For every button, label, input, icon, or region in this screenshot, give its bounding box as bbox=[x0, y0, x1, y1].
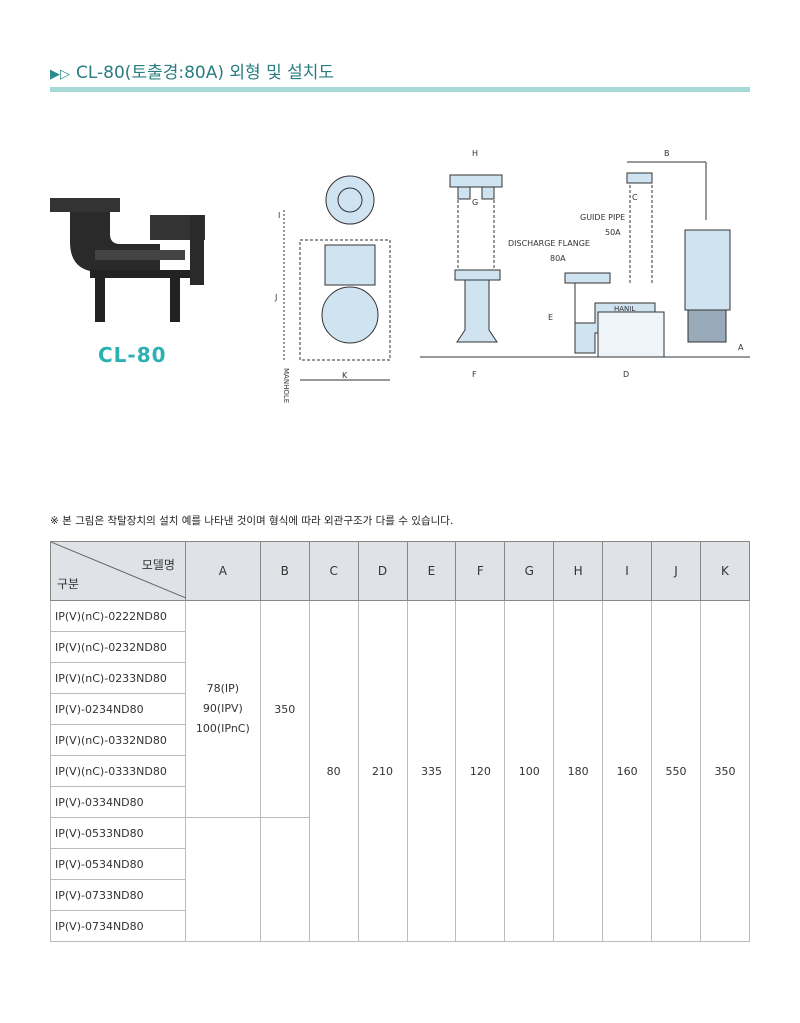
cell-g: 100 bbox=[504, 600, 555, 942]
page-title: ▶▷ CL-80(토출경:80A) 외형 및 설치도 bbox=[50, 58, 334, 83]
cell-k: 350 bbox=[699, 600, 751, 942]
table-row: IP(V)(nC)-0233ND80 bbox=[50, 662, 750, 694]
column-header-j: J bbox=[651, 541, 701, 601]
table-row: IP(V)-0733ND80 bbox=[50, 879, 750, 911]
model-name: IP(V)(nC)-0333ND80 bbox=[50, 755, 186, 787]
column-header-h: H bbox=[553, 541, 604, 601]
model-label: CL-80 bbox=[98, 343, 167, 367]
column-header-i: I bbox=[602, 541, 653, 601]
model-name: IP(V)-0733ND80 bbox=[50, 879, 186, 911]
column-header-b: B bbox=[259, 541, 310, 601]
triangle-marker-icon: ▶▷ bbox=[50, 67, 70, 82]
cell-b: 350 bbox=[259, 600, 310, 818]
model-name: IP(V)-0234ND80 bbox=[50, 693, 186, 725]
a-value: 78(IP) bbox=[206, 682, 240, 695]
cell-e: 335 bbox=[406, 600, 457, 942]
title-text: CL-80(토출경:80A) 외형 및 설치도 bbox=[76, 63, 335, 83]
column-header-k: K bbox=[699, 541, 751, 601]
dim-h: H bbox=[472, 149, 478, 158]
brand-label: HANIL bbox=[614, 305, 635, 313]
discharge-flange-label: DISCHARGE FLANGE bbox=[508, 239, 590, 248]
discharge-flange-size: 80A bbox=[550, 254, 566, 263]
dim-i: I bbox=[278, 211, 280, 220]
a-value: 90(IPV) bbox=[202, 702, 243, 715]
dim-e: E bbox=[548, 313, 553, 322]
cell-i: 160 bbox=[602, 600, 653, 942]
table-row: IP(V)-0734ND80 bbox=[50, 910, 750, 942]
cell-f: 120 bbox=[455, 600, 506, 942]
corner-bottom: 구분 bbox=[57, 577, 80, 591]
model-name: IP(V)-0534ND80 bbox=[50, 848, 186, 880]
column-header-f: F bbox=[455, 541, 506, 601]
a-value: 100(IPnC) bbox=[195, 722, 250, 735]
cell-d: 210 bbox=[357, 600, 408, 942]
manhole-label: MANHOLE bbox=[282, 368, 290, 403]
dim-c: C bbox=[632, 193, 638, 202]
table-row: IP(V)-0234ND80 bbox=[50, 693, 750, 725]
title-divider bbox=[50, 87, 750, 92]
column-header-g: G bbox=[504, 541, 555, 601]
dim-j: J bbox=[274, 293, 277, 302]
note-text: ※ 본 그림은 착탈장치의 설치 예를 나타낸 것이며 형식에 따라 외관구조가… bbox=[50, 515, 454, 527]
column-header-e: E bbox=[406, 541, 457, 601]
cell-a: 78(IP) 90(IPV) 100(IPnC) bbox=[184, 600, 261, 818]
cell-a-empty bbox=[184, 817, 261, 942]
column-header-c: C bbox=[308, 541, 359, 601]
corner-top: 모델명 bbox=[141, 558, 175, 572]
cell-h: 180 bbox=[553, 600, 604, 942]
product-photo bbox=[50, 198, 205, 322]
dim-f: F bbox=[472, 370, 477, 379]
dim-b: B bbox=[664, 149, 670, 158]
cell-b-empty bbox=[259, 817, 310, 942]
column-header-a: A bbox=[184, 541, 261, 601]
table-row: IP(V)(nC)-0332ND80 bbox=[50, 724, 750, 756]
table-row: IP(V)(nC)-0222ND80 78(IP) 90(IPV) 100(IPnC)… bbox=[50, 600, 751, 942]
table-row: IP(V)-0533ND80 bbox=[50, 817, 750, 942]
model-name: IP(V)-0533ND80 bbox=[50, 817, 186, 849]
dim-d: D bbox=[623, 370, 629, 379]
model-name: IP(V)-0334ND80 bbox=[50, 786, 186, 818]
model-name: IP(V)(nC)-0232ND80 bbox=[50, 631, 186, 663]
column-header-d: D bbox=[357, 541, 408, 601]
cell-j: 550 bbox=[651, 600, 701, 942]
model-name: IP(V)(nC)-0222ND80 bbox=[50, 600, 186, 632]
model-name: IP(V)-0734ND80 bbox=[50, 910, 186, 942]
table-row: IP(V)-0534ND80 bbox=[50, 848, 750, 880]
model-name: IP(V)(nC)-0233ND80 bbox=[50, 662, 186, 694]
corner-header: 모델명 구분 bbox=[50, 541, 186, 601]
model-name: IP(V)(nC)-0332ND80 bbox=[50, 724, 186, 756]
cell-c: 80 bbox=[308, 600, 359, 942]
dim-k: K bbox=[342, 371, 348, 380]
side-view-drawing: H G B C F D E A GUIDE PIPE 50A DISCHARGE… bbox=[420, 149, 750, 379]
top-view-drawing: I J K MANHOLE bbox=[274, 175, 391, 403]
dim-g: G bbox=[472, 198, 478, 207]
dim-a: A bbox=[738, 343, 744, 352]
guide-pipe-label: GUIDE PIPE bbox=[580, 213, 625, 222]
guide-pipe-size: 50A bbox=[605, 228, 621, 237]
